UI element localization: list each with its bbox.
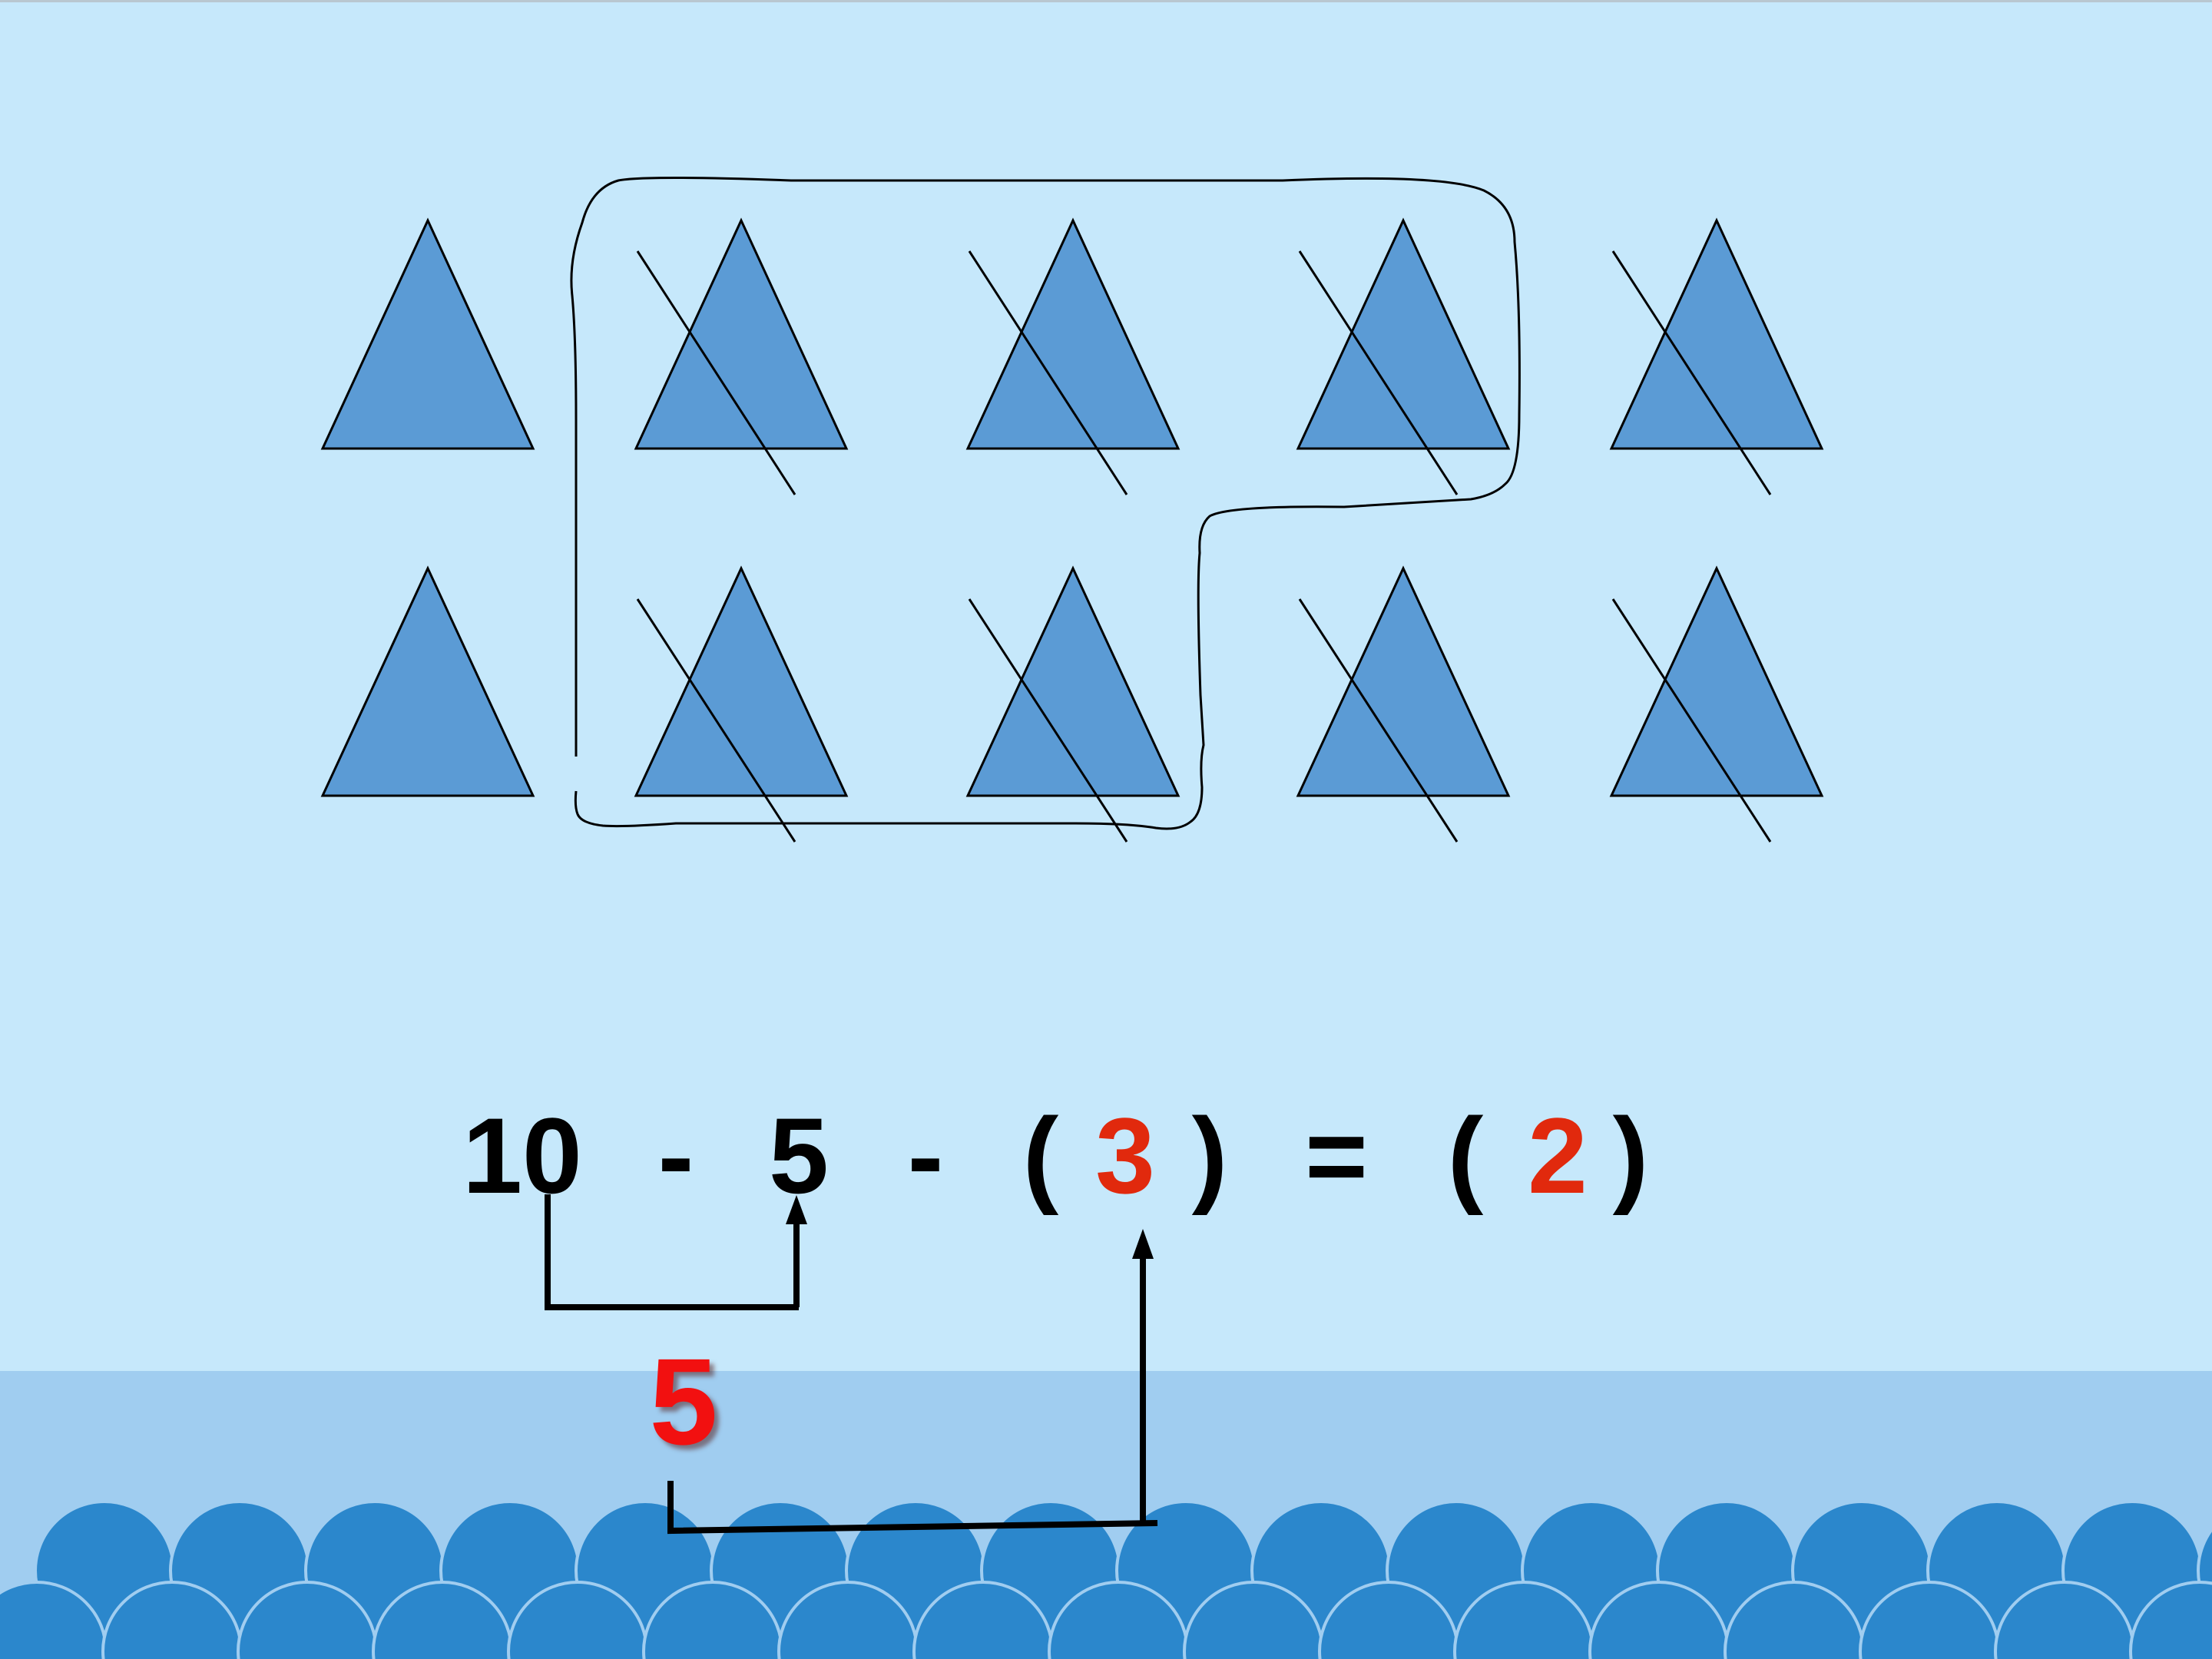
triangle [965, 565, 1181, 797]
triangle-grid [320, 217, 1824, 843]
equation-equals: = [1305, 1095, 1368, 1216]
strike-line [1298, 250, 1459, 495]
wave-scallop [2129, 1581, 2212, 1659]
strike-line [1298, 598, 1459, 843]
strike-line [1611, 598, 1772, 843]
equation-minuend: 10 [462, 1095, 582, 1216]
bracket-5-to-3 [667, 1229, 1158, 1535]
equation-minus-2: - [907, 1095, 944, 1216]
equation-answer-1: 3 [1095, 1095, 1155, 1216]
slide-top-border [0, 0, 2212, 2]
triangle [634, 217, 849, 450]
triangle [320, 565, 535, 797]
triangle [1296, 217, 1511, 450]
triangle [965, 217, 1181, 450]
equation-minus-1: - [657, 1095, 694, 1216]
triangle [1296, 565, 1511, 797]
grouping-loop [570, 177, 1521, 830]
strike-line [1611, 250, 1772, 495]
equation-close-paren-2: ) [1612, 1095, 1649, 1216]
equation-close-paren-1: ) [1191, 1095, 1228, 1216]
equation-open-paren-1: ( [1022, 1095, 1059, 1216]
strike-line [968, 598, 1128, 843]
wave-decoration [0, 1500, 2212, 1659]
triangle [1609, 217, 1824, 450]
strike-line [636, 250, 796, 495]
equation-answer-2: 2 [1528, 1095, 1588, 1216]
triangle [320, 217, 535, 450]
triangle [1609, 565, 1824, 797]
bracket-10-to-5 [545, 1194, 807, 1310]
strike-line [968, 250, 1128, 495]
equation-open-paren-2: ( [1447, 1095, 1484, 1216]
triangle [634, 565, 849, 797]
strike-line [636, 598, 796, 843]
intermediate-result: 5 [649, 1333, 718, 1470]
equation-subtrahend: 5 [769, 1095, 829, 1216]
